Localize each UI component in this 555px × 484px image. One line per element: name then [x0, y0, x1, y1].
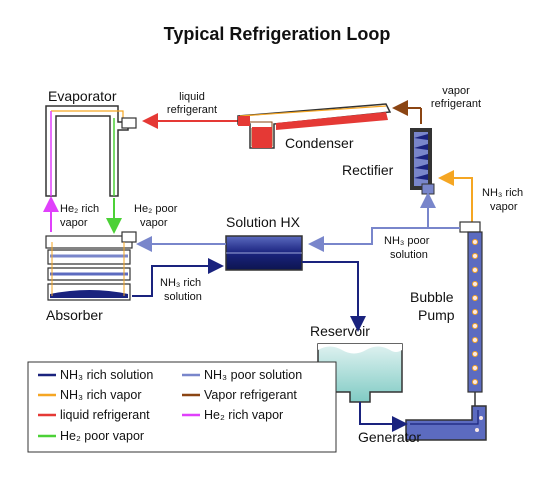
nh3-rich-solution-absorber-to-hx	[132, 258, 224, 297]
nh3-rich-solution-hx-to-reservoir	[302, 261, 366, 332]
nh3-poor-solution-line-a	[308, 227, 460, 252]
nh3-poor-solution-label-2: solution	[390, 249, 428, 261]
reservoir-label: Reservoir	[310, 323, 370, 339]
absorber-label: Absorber	[46, 307, 103, 323]
legend-item-liquid-refrigerant: liquid refrigerant	[60, 408, 150, 422]
nh3-rich-vapor-label-2: vapor	[490, 201, 518, 213]
vapor-refrigerant-label-2: refrigerant	[431, 98, 481, 110]
legend: NH₃ rich solution NH₃ poor solution NH₃ …	[27, 361, 337, 453]
nh3-rich-solution-label-1: NH₃ rich	[160, 277, 201, 289]
evaporator	[45, 105, 137, 197]
generator	[405, 392, 487, 441]
solution-hx	[225, 235, 303, 271]
evaporator-label: Evaporator	[48, 88, 117, 104]
condenser-label: Condenser	[285, 135, 354, 151]
absorber	[45, 231, 137, 301]
liquid-refrigerant-label-1: liquid	[179, 91, 205, 103]
he2-poor-vapor-label-1: He₂ poor	[134, 203, 178, 215]
legend-item-he2-poor-vapor: He₂ poor vapor	[60, 429, 144, 443]
legend-item-nh3-rich-solution: NH₃ rich solution	[60, 368, 153, 382]
bubble-pump-label-1: Bubble	[410, 289, 454, 305]
rectifier	[410, 128, 435, 195]
legend-item-he2-rich-vapor: He₂ rich vapor	[204, 408, 283, 422]
legend-item-nh3-poor-solution: NH₃ poor solution	[204, 368, 302, 382]
legend-item-nh3-rich-vapor: NH₃ rich vapor	[60, 388, 142, 402]
he2-rich-vapor-label-2: vapor	[60, 217, 88, 229]
nh3-rich-vapor-label-1: NH₃ rich	[482, 187, 523, 199]
reservoir	[317, 343, 408, 432]
bubble-pump	[459, 221, 483, 393]
generator-label: Generator	[358, 429, 421, 445]
rectifier-label: Rectifier	[342, 162, 394, 178]
legend-item-vapor-refrigerant: Vapor refrigerant	[204, 388, 297, 402]
he2-poor-vapor-label-2: vapor	[140, 217, 168, 229]
liquid-refrigerant-label-2: refrigerant	[167, 104, 217, 116]
he2-rich-vapor-label-1: He₂ rich	[60, 203, 99, 215]
nh3-poor-solution-label-1: NH₃ poor	[384, 235, 430, 247]
diagram-title: Typical Refrigeration Loop	[164, 24, 391, 44]
bubble-pump-label-2: Pump	[418, 307, 455, 323]
solution-hx-label: Solution HX	[226, 214, 301, 230]
vapor-refrigerant-label-1: vapor	[442, 85, 470, 97]
nh3-rich-solution-label-2: solution	[164, 291, 202, 303]
condenser	[237, 103, 392, 149]
nh3-rich-vapor-line	[438, 170, 473, 222]
